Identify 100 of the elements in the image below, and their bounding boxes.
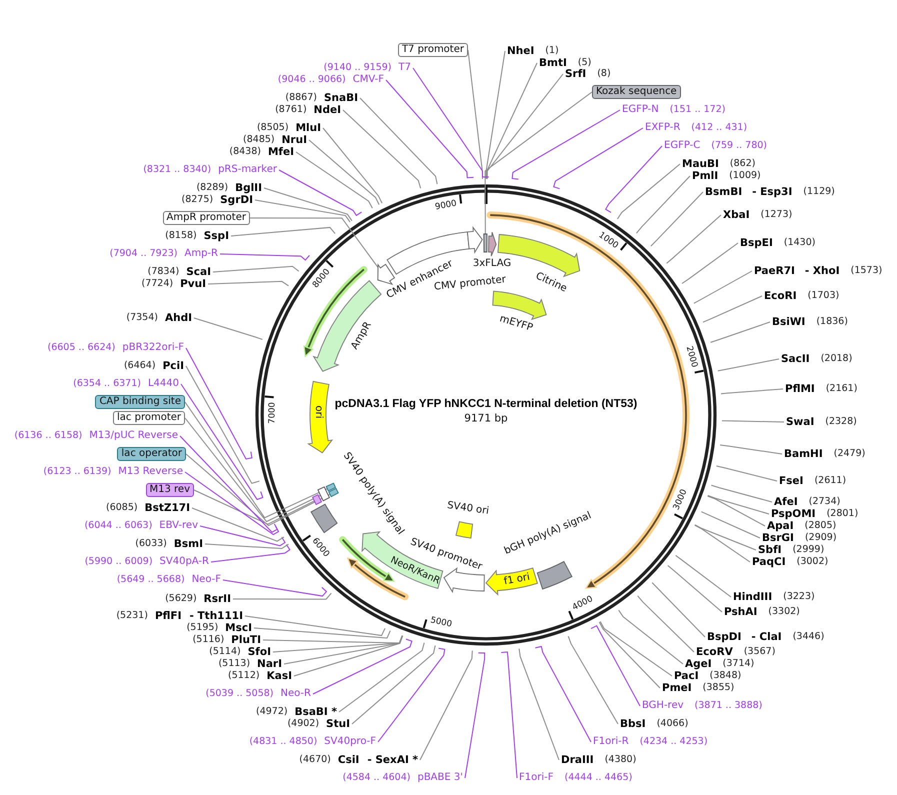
site-position: (8761) [275,103,307,117]
enzyme-name: SspI [204,229,229,243]
primer-name: EGFP-C [664,139,700,153]
leader-line [721,420,784,422]
enzyme-name: PaqCI [752,555,786,569]
primer-name: M13/pUC Reverse [89,429,178,443]
primer-name: EBV-rev [159,519,198,533]
site-position: (8158) [165,229,197,243]
leader-line [694,524,756,550]
primer-position: (8321 .. 8340) [143,163,212,177]
site-position: (3302) [768,605,800,619]
leader-line [717,358,780,372]
site-position: (1703) [808,289,840,303]
primer-name: M13 Reverse [118,465,183,479]
leader-line [420,650,473,760]
site-position: (4670) [299,753,331,767]
leader-line [294,635,404,676]
enzyme-name: PciI [162,359,184,373]
enzyme-name: SfoI [248,645,271,658]
leader-line [710,322,770,343]
leader-line [486,62,538,180]
enzyme-name: NdeI [314,103,341,117]
leader-line [278,170,362,216]
enzyme-name: PmlI [692,169,718,183]
leader-line [720,388,784,394]
leader-line [254,200,351,223]
leader-line [500,652,518,778]
enzyme-name: PacI [674,670,699,683]
primer-position: (9140 .. 9159) [324,61,392,74]
leader-line [342,110,422,189]
enzyme-name: - ClaI [751,630,782,644]
enzyme-name: MscI [225,621,252,635]
enzyme-name: KasI [266,669,292,683]
site-position: (2161) [826,382,858,396]
feature-label: ori [312,406,324,418]
leader-line [200,526,286,546]
primer-position: (4234 .. 4253) [640,735,708,749]
leader-line [675,554,732,598]
primer-name: F1ori-R [593,735,629,749]
plasmid-length: 9171 bp [464,412,508,426]
tick-label: 3000 [672,488,690,512]
leader-line [230,226,336,236]
primer-name: T7 [398,61,411,75]
primer-position: (9046 .. 9066) [278,73,346,87]
leader-line [716,466,778,482]
map-title: pcDNA3.1 Flag YFP hNKCC1 N-terminal deletion (NT53) [334,397,638,411]
leader-line [212,266,300,272]
site-position: (1573) [850,264,882,278]
feature-mark [483,234,488,252]
primer-name: pRS-marker [218,163,277,177]
feature-tag: CAP binding site [95,395,185,409]
leader-line [360,98,438,185]
feature-label: SV40 ori [446,500,490,518]
leader-line [222,580,328,597]
site-position: (3002) [796,555,828,569]
primer-name: SV40pA-R [160,555,209,569]
feature-label: f1 ori [502,572,530,588]
feature-tag: M13 rev [146,483,194,497]
feature-tag: lac operator [117,447,186,461]
site-position: (5195) [186,621,218,634]
enzyme-name: BsiWI [772,315,806,329]
enzyme-name: MluI [296,121,321,135]
enzyme-name: XbaI [723,208,750,222]
site-position: (5112) [228,669,260,683]
enzyme-name: AhdI [164,311,192,325]
site-position: (5116) [192,633,224,646]
site-position: (2328) [825,415,857,429]
site-position: (862) [730,157,756,170]
primer-position: (151 .. 172) [670,103,726,117]
feature-mark [328,488,339,498]
enzyme-name: BsmI [174,537,203,551]
leader-line [352,644,436,724]
tick-label: 4000 [572,596,595,614]
enzyme-name: BsmBI [705,185,742,199]
enzyme-name: SbfI [758,543,782,557]
site-position: (7724) [141,277,174,291]
enzyme-name: PflMI [785,382,815,396]
enzyme-name: PmeI [662,681,692,695]
site-position: (4902) [287,717,320,731]
leader-line [468,50,483,180]
site-position: (8438) [229,145,261,159]
site-position: (2018) [820,352,852,366]
enzyme-name: BbsI [620,717,646,731]
leader-line [180,436,278,533]
leader-line [681,242,738,284]
enzyme-name: BsrGI [762,532,794,544]
site-position: (2805) [804,520,836,532]
primer-position: (759 .. 780) [711,139,767,153]
primer-name: Neo-F [192,573,221,587]
enzyme-name: EcoRV [696,645,733,658]
leader-line [284,635,404,664]
enzyme-name: - SexAI * [367,753,418,767]
enzyme-name: PflFI [154,609,182,623]
enzyme-name: AgeI [685,657,712,670]
enzyme-name: BamHI [784,447,823,461]
site-position: (6033) [135,537,167,551]
site-position: (5629) [165,592,197,606]
primer-position: (6605 .. 6624) [48,341,116,355]
enzyme-name: FseI [779,474,804,488]
enzyme-name: - XhoI [804,264,840,278]
